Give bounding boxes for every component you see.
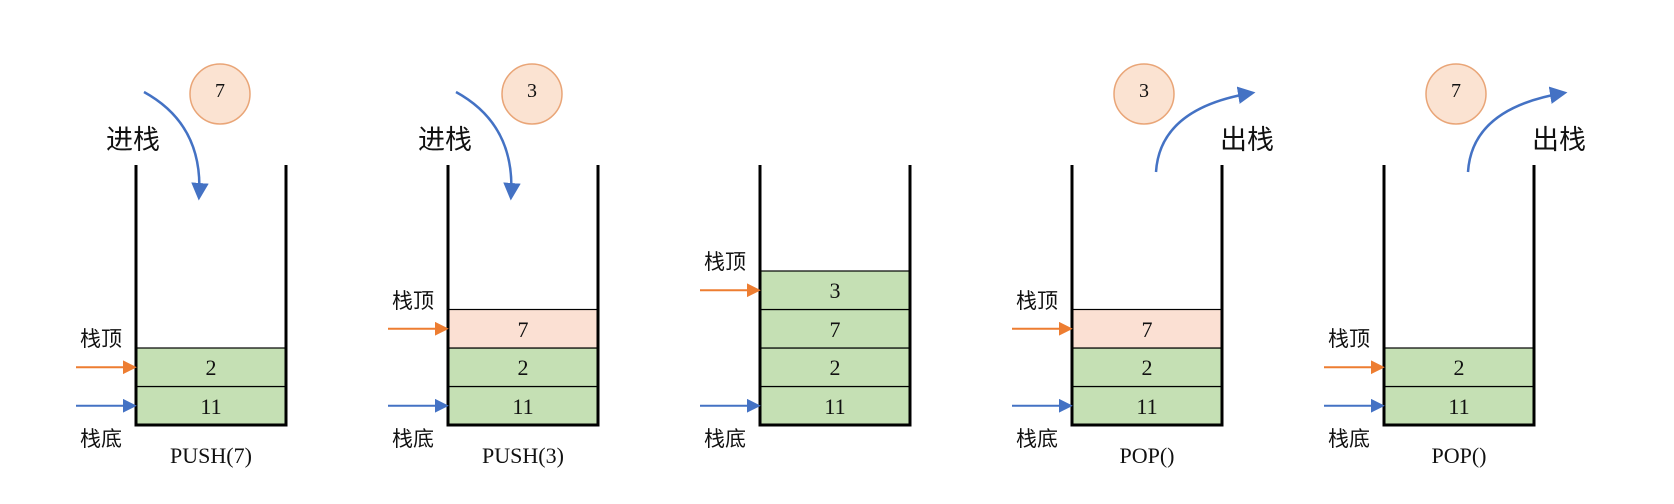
stack-container [1382, 165, 1536, 427]
push-label: 进栈 [418, 125, 472, 156]
stack-panel-5 [1324, 63, 1568, 427]
stack-item [447, 385, 599, 426]
operation-label: POP() [1119, 443, 1175, 468]
bottom-label: 栈底 [704, 427, 746, 451]
pop-arrow [1466, 86, 1568, 173]
stack-item-value: 11 [824, 393, 846, 419]
stack-item-value: 11 [1448, 393, 1470, 419]
value-ball-label: 3 [1139, 80, 1149, 102]
stack-item-value: 7 [517, 316, 529, 342]
top-label: 栈顶 [80, 327, 122, 352]
stack-panel-1 [76, 63, 288, 427]
stack-container [446, 165, 600, 427]
stack-item-value: 2 [829, 355, 841, 380]
operation-label: PUSH(3) [482, 443, 564, 468]
stack-panel-3 [700, 165, 912, 427]
value-ball-label: 7 [215, 80, 225, 102]
push-arrow [455, 90, 521, 201]
stack-item [135, 347, 287, 388]
stack-panel-4 [1012, 63, 1256, 427]
stack-item-value: 11 [200, 393, 222, 419]
value-ball [1425, 63, 1487, 125]
top-label: 栈顶 [1328, 327, 1370, 352]
value-ball [189, 63, 251, 125]
stack-item-value: 2 [1453, 355, 1465, 380]
top-label: 栈顶 [392, 288, 434, 313]
stack-item-value: 2 [1141, 355, 1153, 380]
value-ball-label: 7 [1451, 80, 1461, 102]
stack-item-value: 7 [1141, 316, 1153, 342]
value-ball [1113, 63, 1175, 125]
stack-item-value: 2 [517, 355, 529, 380]
stack-item-value: 7 [829, 316, 841, 342]
value-ball [501, 63, 563, 125]
pop-label: 出栈 [1532, 125, 1586, 156]
stack-item [759, 308, 911, 349]
stack-item [135, 385, 287, 426]
bottom-label: 栈底 [392, 427, 434, 451]
stack-item [759, 347, 911, 388]
push-label: 进栈 [106, 125, 160, 156]
bottom-label: 栈底 [1016, 427, 1058, 451]
push-arrow [143, 90, 209, 201]
top-label: 栈顶 [1016, 288, 1058, 313]
value-ball-label: 3 [527, 80, 537, 102]
stack-container [134, 165, 288, 427]
stack-item-value: 11 [512, 393, 534, 419]
stack-container [1070, 165, 1224, 427]
stack-item [447, 308, 599, 349]
operation-label: POP() [1431, 443, 1487, 468]
operation-label: PUSH(7) [170, 443, 252, 468]
pop-label: 出栈 [1220, 125, 1274, 156]
stack-item-value: 2 [205, 355, 217, 380]
stack-item [1383, 385, 1535, 426]
stack-item-value: 3 [829, 278, 841, 303]
bottom-label: 栈底 [1328, 427, 1370, 451]
stack-panel-2 [388, 63, 600, 427]
top-label: 栈顶 [704, 250, 746, 275]
pop-arrow [1154, 86, 1256, 173]
stack-item-value: 11 [1136, 393, 1158, 419]
bottom-label: 栈底 [80, 427, 122, 451]
